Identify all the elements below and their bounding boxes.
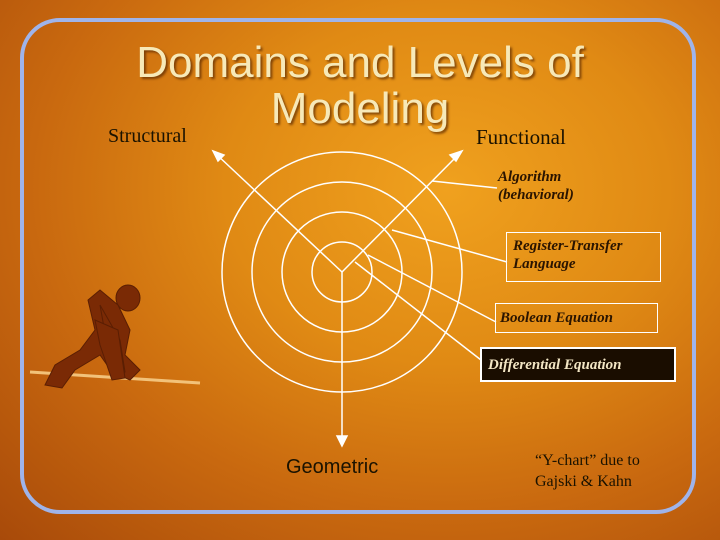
leader-lines bbox=[354, 180, 508, 361]
credit-note: “Y-chart” due to Gajski & Kahn bbox=[535, 450, 640, 492]
level-rtl-line-2: Language bbox=[513, 256, 576, 272]
leader-algorithm bbox=[431, 180, 498, 189]
slide-frame bbox=[20, 18, 696, 514]
credit-line-2: Gajski & Kahn bbox=[535, 473, 632, 490]
geometric-arrowhead bbox=[335, 435, 349, 448]
leader-differential bbox=[354, 261, 482, 361]
credit-line-1: “Y-chart” due to bbox=[535, 452, 640, 469]
level-rtl-line-1: Register-Transfer bbox=[513, 238, 623, 254]
functional-axis bbox=[341, 152, 461, 273]
title-line-1: Domains and Levels of bbox=[136, 38, 584, 87]
structural-axis bbox=[214, 152, 343, 273]
runner-figure bbox=[29, 284, 201, 389]
level-differential-equation: Differential Equation bbox=[480, 347, 676, 382]
level-differential-line-1: Differential Equation bbox=[488, 357, 622, 373]
functional-label: Functional bbox=[476, 125, 566, 149]
title-line-2: Modeling bbox=[270, 84, 450, 133]
functional-arrowhead bbox=[448, 149, 464, 163]
structural-arrowhead bbox=[211, 149, 226, 163]
leader-register-transfer bbox=[391, 229, 508, 263]
level-register-transfer: Register-Transfer Language bbox=[506, 232, 661, 282]
level-boolean-equation: Boolean Equation bbox=[495, 303, 658, 333]
level-algorithm: Algorithm (behavioral) bbox=[498, 168, 574, 204]
level-boolean-line-1: Boolean Equation bbox=[500, 310, 613, 326]
geometric-label: Geometric bbox=[286, 456, 379, 478]
level-algorithm-line-2: (behavioral) bbox=[498, 187, 574, 203]
leader-boolean bbox=[367, 254, 497, 323]
level-algorithm-line-1: Algorithm bbox=[498, 169, 562, 185]
structural-label: Structural bbox=[108, 125, 187, 147]
y-axes bbox=[211, 149, 464, 448]
slide-title: Domains and Levels of Modeling bbox=[80, 40, 640, 132]
